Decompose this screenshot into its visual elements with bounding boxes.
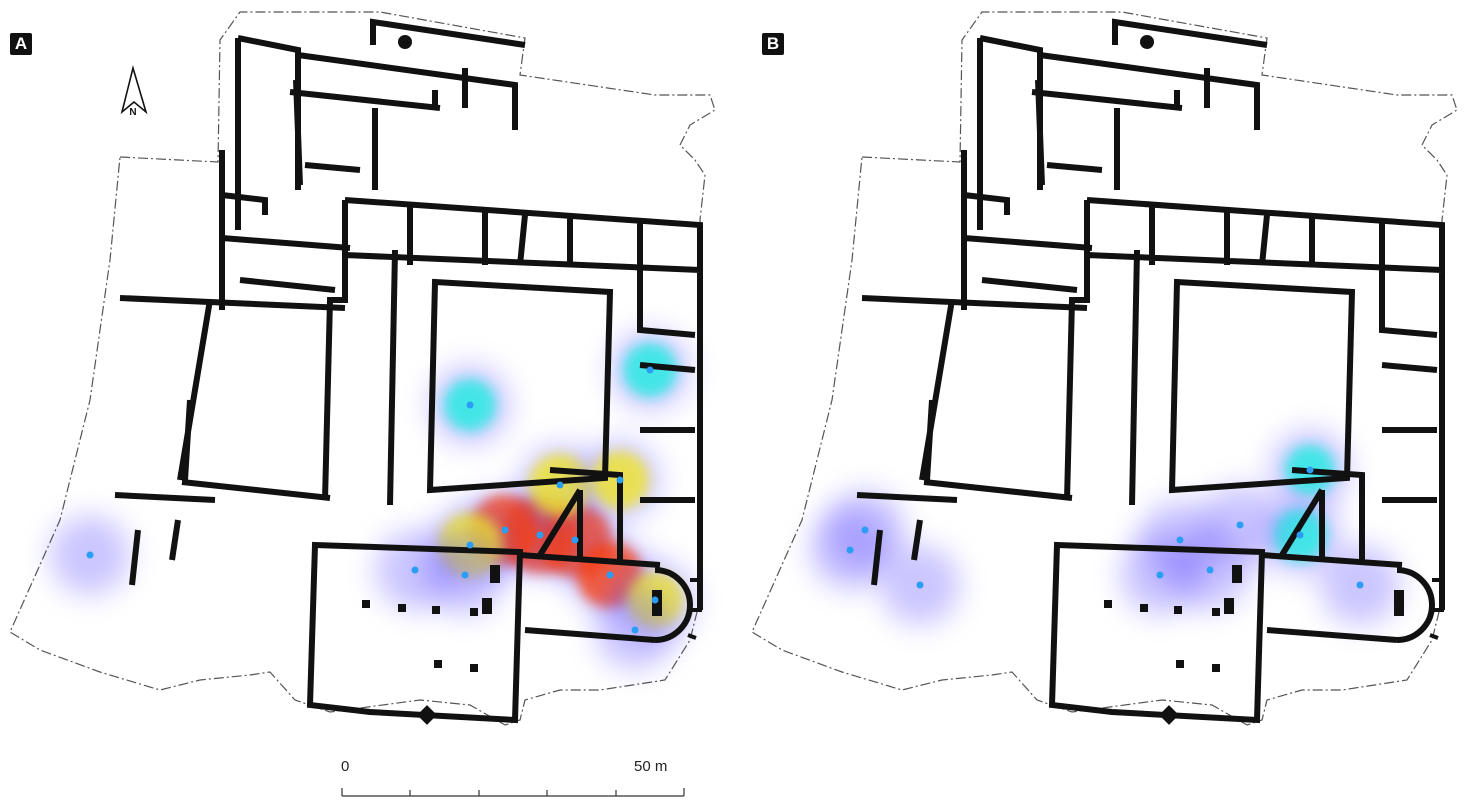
north-wing-walls [961,18,1268,310]
north-wing-walls [219,18,526,310]
scale-bar-start-label: 0 [341,758,350,775]
west-range-walls [856,295,1088,586]
sample-points-a [86,366,659,634]
sample-point [411,566,419,574]
north-arrow-label: N [129,107,136,118]
site-boundary [751,11,1458,726]
sample-point [631,626,639,634]
sample-point [536,531,544,539]
sample-point [1236,521,1244,529]
sample-point [1296,531,1304,539]
scale-bar [341,788,685,797]
north-arrow-icon: N [120,64,148,118]
sample-point [1176,536,1184,544]
sample-point [606,571,614,579]
sample-point [556,481,564,489]
sample-point [571,536,579,544]
map-panel-b [751,11,1458,726]
heatmap-layer-a [50,330,695,670]
church-walls [306,467,693,724]
site-boundary [9,11,716,726]
sample-points-b [846,466,1364,589]
sample-point [86,551,94,559]
cloister-walls [322,197,703,610]
church-walls [1048,467,1435,724]
sample-point [1206,566,1214,574]
church-apse-buttress [687,578,702,640]
map-panel-a [9,11,716,726]
floor-plan-b [751,11,1458,726]
panel-label-b: B [762,33,784,55]
church-apse-buttress [1429,578,1444,640]
sample-point [466,541,474,549]
sample-point [651,596,659,604]
sample-point [646,366,654,374]
church-piers [1104,35,1404,725]
sample-point [1156,571,1164,579]
sample-point [461,571,469,579]
sample-point [1306,466,1314,474]
sample-point [501,526,509,534]
floor-plan-a [9,11,716,726]
sample-point [861,526,869,534]
sample-point [846,546,854,554]
heatmap-layer-b [810,430,1400,625]
sample-point [616,476,624,484]
scale-bar-end-label: 50 m [634,758,668,775]
sample-point [1356,581,1364,589]
sample-point [466,401,474,409]
church-piers [362,35,662,725]
west-range-walls [114,295,346,586]
cloister-walls [1064,197,1445,610]
sample-point [916,581,924,589]
panel-label-a: A [10,33,32,55]
